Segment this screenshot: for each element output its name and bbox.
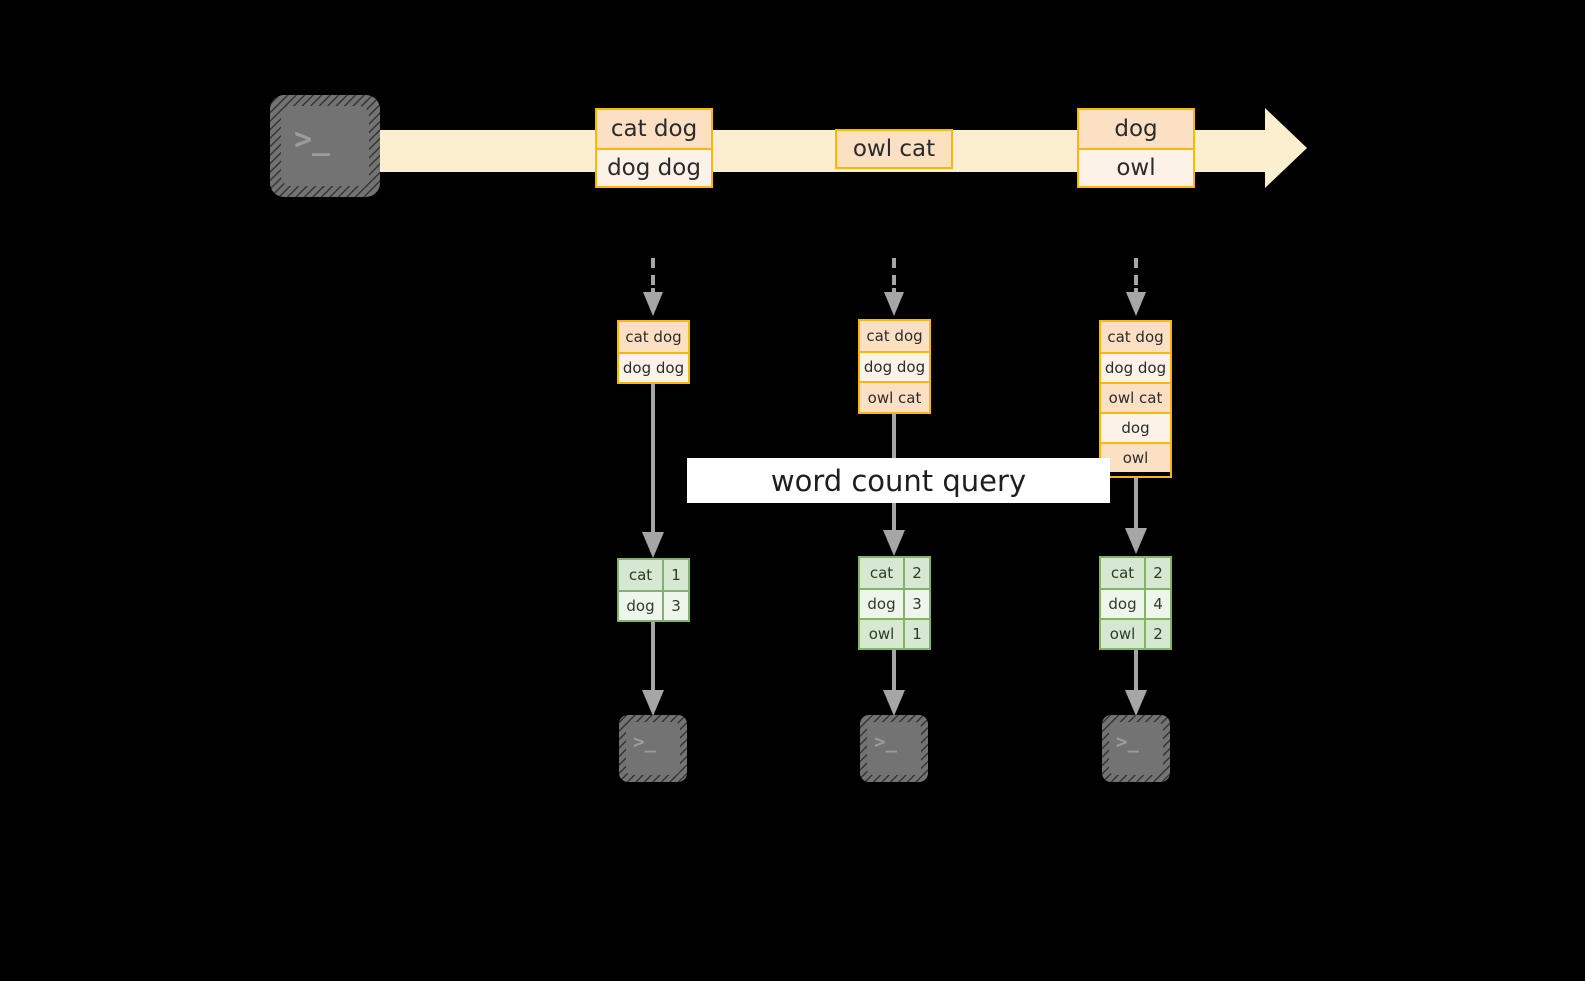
stream-event-line: owl — [1079, 148, 1193, 186]
count-cell: 2 — [1146, 620, 1170, 648]
word-cell: owl — [1101, 620, 1146, 648]
count-cell: 3 — [905, 590, 929, 618]
word-count-query-banner: word count query — [687, 458, 1110, 503]
stream-event-line: owl cat — [837, 131, 951, 167]
stream-event-line: dog dog — [597, 148, 711, 186]
snapshot-line: dog dog — [619, 352, 688, 382]
snapshot-line: owl cat — [860, 381, 929, 412]
word-cell: cat — [860, 558, 905, 588]
sink-terminal-icon-2[interactable]: >_ — [860, 715, 928, 782]
word-cell: dog — [619, 592, 664, 620]
word-cell: dog — [860, 590, 905, 618]
word-cell: dog — [1101, 590, 1146, 618]
connector-col1-bottom — [642, 622, 664, 716]
snapshot-2-lines[interactable]: cat dog dog dog owl cat — [858, 319, 931, 414]
snapshot-line: dog dog — [860, 351, 929, 381]
stream-event-group-3[interactable]: dog owl — [1077, 108, 1195, 188]
terminal-prompt-glyph: >_ — [294, 122, 331, 157]
connector-col1-top — [643, 258, 663, 316]
count-cell: 2 — [1146, 558, 1170, 588]
stream-event-line: dog — [1079, 110, 1193, 148]
word-cell: owl — [860, 620, 905, 648]
stream-event-group-1[interactable]: cat dog dog dog — [595, 108, 713, 188]
snapshot-line: owl cat — [1101, 382, 1170, 412]
stream-event-group-2[interactable]: owl cat — [835, 129, 953, 169]
snapshot-line: owl — [1101, 442, 1170, 472]
table-row: dog 4 — [1101, 588, 1170, 618]
table-row: cat 2 — [1101, 558, 1170, 588]
count-cell: 3 — [664, 592, 688, 620]
terminal-prompt-glyph: >_ — [633, 731, 656, 753]
snapshot-line: dog dog — [1101, 352, 1170, 382]
count-cell: 1 — [664, 560, 688, 590]
snapshot-line: cat dog — [1101, 322, 1170, 352]
connector-col3-top — [1126, 258, 1146, 316]
snapshot-line: cat dog — [860, 321, 929, 351]
snapshot-line: cat dog — [619, 322, 688, 352]
source-terminal-icon[interactable]: >_ — [270, 95, 380, 197]
snapshot-line: dog — [1101, 412, 1170, 442]
count-cell: 4 — [1146, 590, 1170, 618]
connector-col2-top — [884, 258, 904, 316]
table-row: dog 3 — [619, 590, 688, 620]
table-row: cat 1 — [619, 560, 688, 590]
terminal-prompt-glyph: >_ — [1116, 731, 1139, 753]
table-row: owl 1 — [860, 618, 929, 648]
count-cell: 1 — [905, 620, 929, 648]
connector-col3-bottom — [1125, 650, 1147, 716]
table-row: dog 3 — [860, 588, 929, 618]
connector-col2-bottom — [883, 650, 905, 716]
snapshot-1-lines[interactable]: cat dog dog dog — [617, 320, 690, 384]
count-table-3[interactable]: cat 2 dog 4 owl 2 — [1099, 556, 1172, 650]
table-row: cat 2 — [860, 558, 929, 588]
terminal-prompt-glyph: >_ — [874, 731, 897, 753]
connector-col3-mid — [1125, 478, 1147, 554]
sink-terminal-icon-1[interactable]: >_ — [619, 715, 687, 782]
snapshot-3-lines[interactable]: cat dog dog dog owl cat dog owl — [1099, 320, 1172, 478]
connector-col1-mid — [642, 384, 664, 558]
table-row: owl 2 — [1101, 618, 1170, 648]
count-table-1[interactable]: cat 1 dog 3 — [617, 558, 690, 622]
word-cell: cat — [619, 560, 664, 590]
word-cell: cat — [1101, 558, 1146, 588]
count-cell: 2 — [905, 558, 929, 588]
sink-terminal-icon-3[interactable]: >_ — [1102, 715, 1170, 782]
stream-event-line: cat dog — [597, 110, 711, 148]
count-table-2[interactable]: cat 2 dog 3 owl 1 — [858, 556, 931, 650]
terminal-frames — [270, 95, 1170, 782]
